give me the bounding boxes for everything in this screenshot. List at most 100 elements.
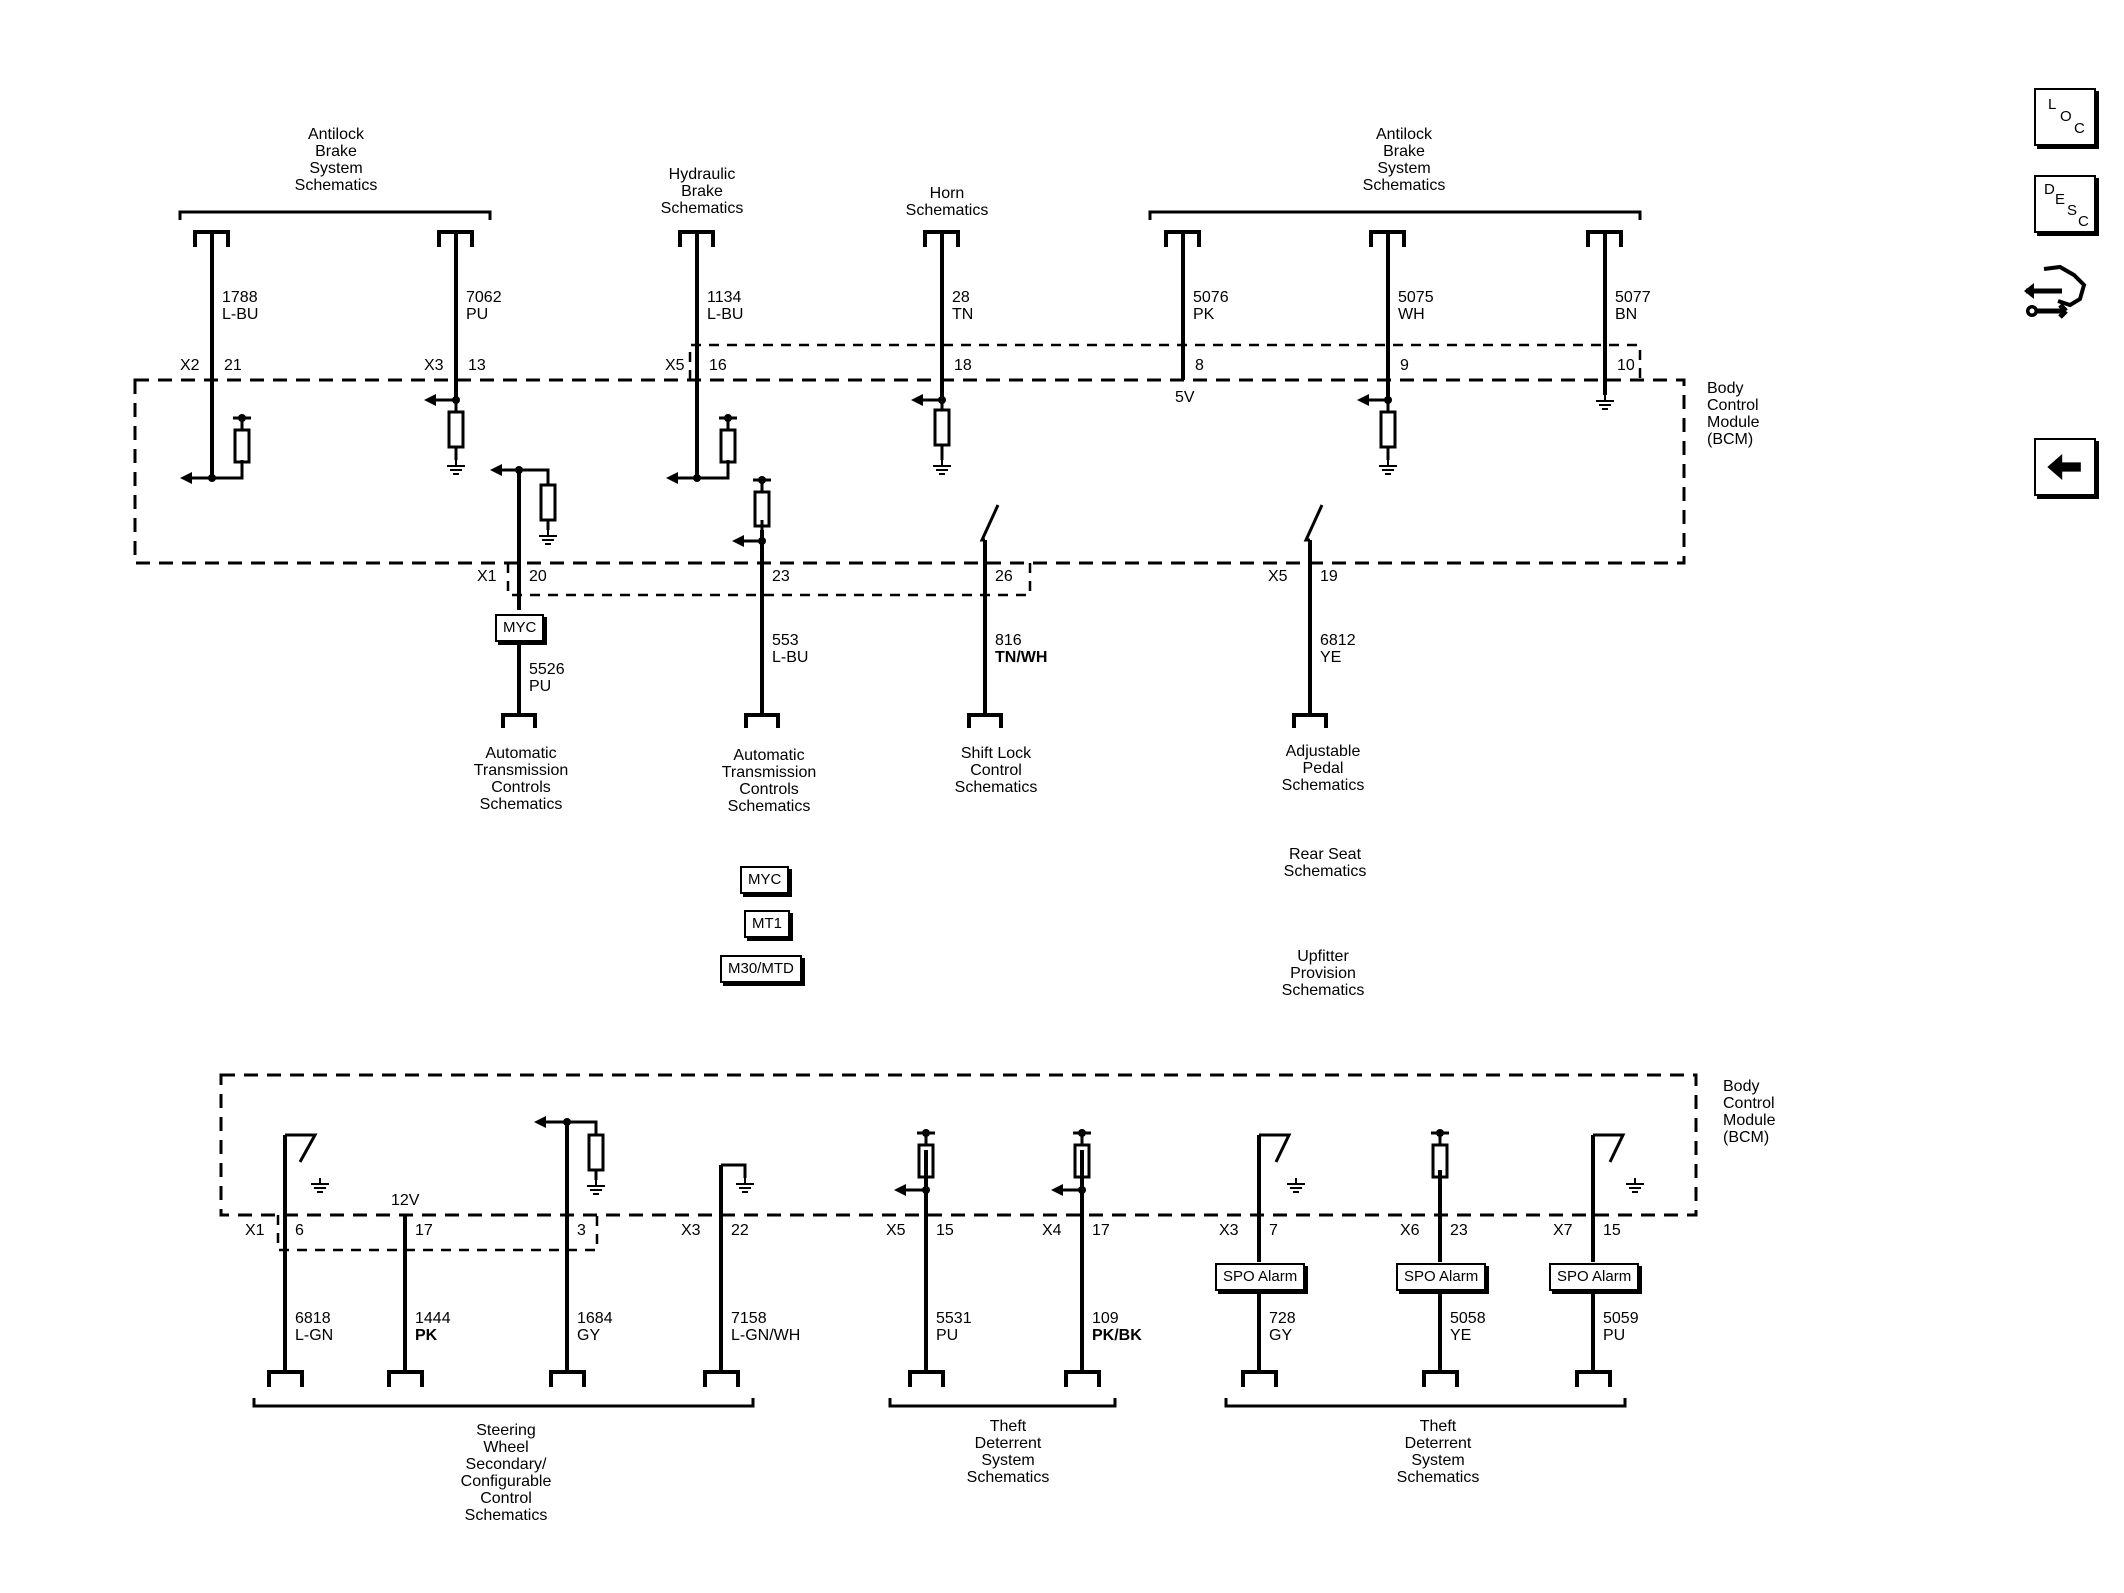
dest-adjustable-pedal[interactable]: Adjustable Pedal Schematics (1281, 743, 1365, 794)
loc-button[interactable]: L O C (2034, 88, 2096, 146)
desc-letter-d: D (2044, 181, 2055, 198)
pin-816: 26 (995, 568, 1013, 585)
back-arrow-icon (2047, 453, 2081, 481)
wires-top-lower (517, 470, 1312, 715)
pin-bottom-728: 7 (1269, 1222, 1278, 1239)
desc-letter-e: E (2055, 191, 2066, 208)
desc-button[interactable]: D E S C (2034, 175, 2096, 233)
pin-bottom-1684: 3 (577, 1222, 586, 1239)
wire-circuit-7158: 7158 (731, 1310, 767, 1327)
dest-shift-lock[interactable]: Shift Lock Control Schematics (954, 745, 1038, 796)
wrench-connector-icon[interactable] (2022, 263, 2090, 325)
wire-color-553: L-BU (772, 649, 809, 666)
dest-steering-wheel[interactable]: Steering Wheel Secondary/ Configurable C… (460, 1422, 552, 1524)
connector-x1-dashed (506, 563, 1032, 597)
connector-x1-dashed-bottom (276, 1215, 599, 1252)
connector-X6-bottom-7: X6 (1400, 1222, 1420, 1239)
pin-bottom-5531: 15 (936, 1222, 954, 1239)
dest-abs-right[interactable]: Antilock Brake System Schematics (1362, 126, 1446, 194)
wire-color-1788: L-BU (222, 306, 259, 323)
wire-circuit-816: 816 (995, 632, 1022, 649)
loc-letter-l: L (2048, 96, 2057, 113)
option-spo-alarm-1: SPO Alarm (1215, 1263, 1306, 1291)
connector-X5-bottom-4: X5 (886, 1222, 906, 1239)
connector-X5-lower: X5 (1268, 568, 1288, 585)
wire-circuit-5531: 5531 (936, 1310, 972, 1327)
wires-top (210, 232, 1607, 478)
wire-color-5075: WH (1398, 306, 1425, 323)
wire-circuit-28: 28 (952, 289, 970, 306)
connector-X2-top: X2 (180, 357, 200, 374)
pin-bottom-5058: 23 (1450, 1222, 1468, 1239)
wire-color-28: TN (952, 306, 974, 323)
connector-X4-bottom-5: X4 (1042, 1222, 1062, 1239)
bracket-theft-right (1224, 1398, 1627, 1408)
wire-color-6812: YE (1320, 649, 1342, 666)
wire-color-7062: PU (466, 306, 489, 323)
connector-X1-bottom-0: X1 (245, 1222, 265, 1239)
pin-5075: 9 (1400, 357, 1409, 374)
wire-circuit-1788: 1788 (222, 289, 258, 306)
wire-color-5077: BN (1615, 306, 1638, 323)
desc-letter-s: S (2067, 202, 2078, 219)
wire-circuit-1444: 1444 (415, 1310, 451, 1327)
wire-circuit-5059: 5059 (1603, 1310, 1639, 1327)
dest-horn[interactable]: Horn Schematics (905, 185, 989, 219)
pin-28: 18 (954, 357, 972, 374)
pin-1134: 16 (709, 357, 727, 374)
wire-circuit-1684: 1684 (577, 1310, 613, 1327)
wire-circuit-109: 109 (1092, 1310, 1119, 1327)
wire-color-6818: L-GN (295, 1327, 334, 1344)
wire-circuit-7062: 7062 (466, 289, 502, 306)
pin-bottom-109: 17 (1092, 1222, 1110, 1239)
dest-auto-trans-1[interactable]: Automatic Transmission Controls Schemati… (473, 745, 569, 813)
option-m30-mtd: M30/MTD (720, 955, 802, 983)
voltage-note-1444: 12V (391, 1192, 420, 1209)
wire-color-1444: PK (415, 1327, 438, 1344)
dest-auto-trans-2[interactable]: Automatic Transmission Controls Schemati… (721, 747, 817, 815)
wire-circuit-5077: 5077 (1615, 289, 1651, 306)
connector-X3-bottom-6: X3 (1219, 1222, 1239, 1239)
wire-circuit-6818: 6818 (295, 1310, 331, 1327)
dest-theft-right[interactable]: Theft Deterrent System Schematics (1396, 1418, 1480, 1486)
bcm-boundary-bottom (219, 1073, 1698, 1217)
option-mt1: MT1 (744, 910, 790, 938)
option-myc-wire: MYC (495, 614, 545, 642)
bracket-abs-right (1148, 210, 1642, 220)
wire-circuit-6812: 6812 (1320, 632, 1356, 649)
dest-abs-left[interactable]: Antilock Brake System Schematics (294, 126, 378, 194)
bracket-abs-left (178, 210, 492, 220)
bcm-label-top: Body Control Module (BCM) (1707, 380, 1760, 448)
junction-dots (208, 396, 1444, 1194)
dest-upfitter[interactable]: Upfitter Provision Schematics (1281, 948, 1365, 999)
wire-color-5531: PU (936, 1327, 959, 1344)
dest-rear-seat[interactable]: Rear Seat Schematics (1283, 846, 1367, 880)
dest-hydraulic-brake[interactable]: Hydraulic Brake Schematics (660, 166, 744, 217)
back-arrow-button[interactable] (2034, 438, 2096, 496)
wire-color-5058: YE (1450, 1327, 1472, 1344)
wire-color-7158: L-GN/WH (731, 1327, 801, 1344)
terminal-row-top-lower (501, 713, 1328, 728)
wire-circuit-5526: 5526 (529, 661, 565, 678)
wire-color-5526: PU (529, 678, 552, 695)
connector-X3-top: X3 (424, 357, 444, 374)
pin-1788: 21 (224, 357, 242, 374)
wire-color-1684: GY (577, 1327, 601, 1344)
desc-letter-c: C (2078, 213, 2089, 230)
pin-5077: 10 (1617, 357, 1635, 374)
bracket-steering (252, 1398, 755, 1408)
option-spo-alarm-2: SPO Alarm (1396, 1263, 1487, 1291)
connector-X7-bottom-8: X7 (1553, 1222, 1573, 1239)
wire-color-816: TN/WH (995, 649, 1048, 666)
arrowheads (180, 394, 1369, 1196)
wire-circuit-728: 728 (1269, 1310, 1296, 1327)
wire-color-1134: L-BU (707, 306, 744, 323)
wire-color-5059: PU (1603, 1327, 1626, 1344)
wire-circuit-553: 553 (772, 632, 799, 649)
dest-theft-left[interactable]: Theft Deterrent System Schematics (966, 1418, 1050, 1486)
connector-X5-top: X5 (665, 357, 685, 374)
option-spo-alarm-3: SPO Alarm (1549, 1263, 1640, 1291)
bcm-boundary-top (133, 378, 1686, 565)
wire-circuit-5076: 5076 (1193, 289, 1229, 306)
